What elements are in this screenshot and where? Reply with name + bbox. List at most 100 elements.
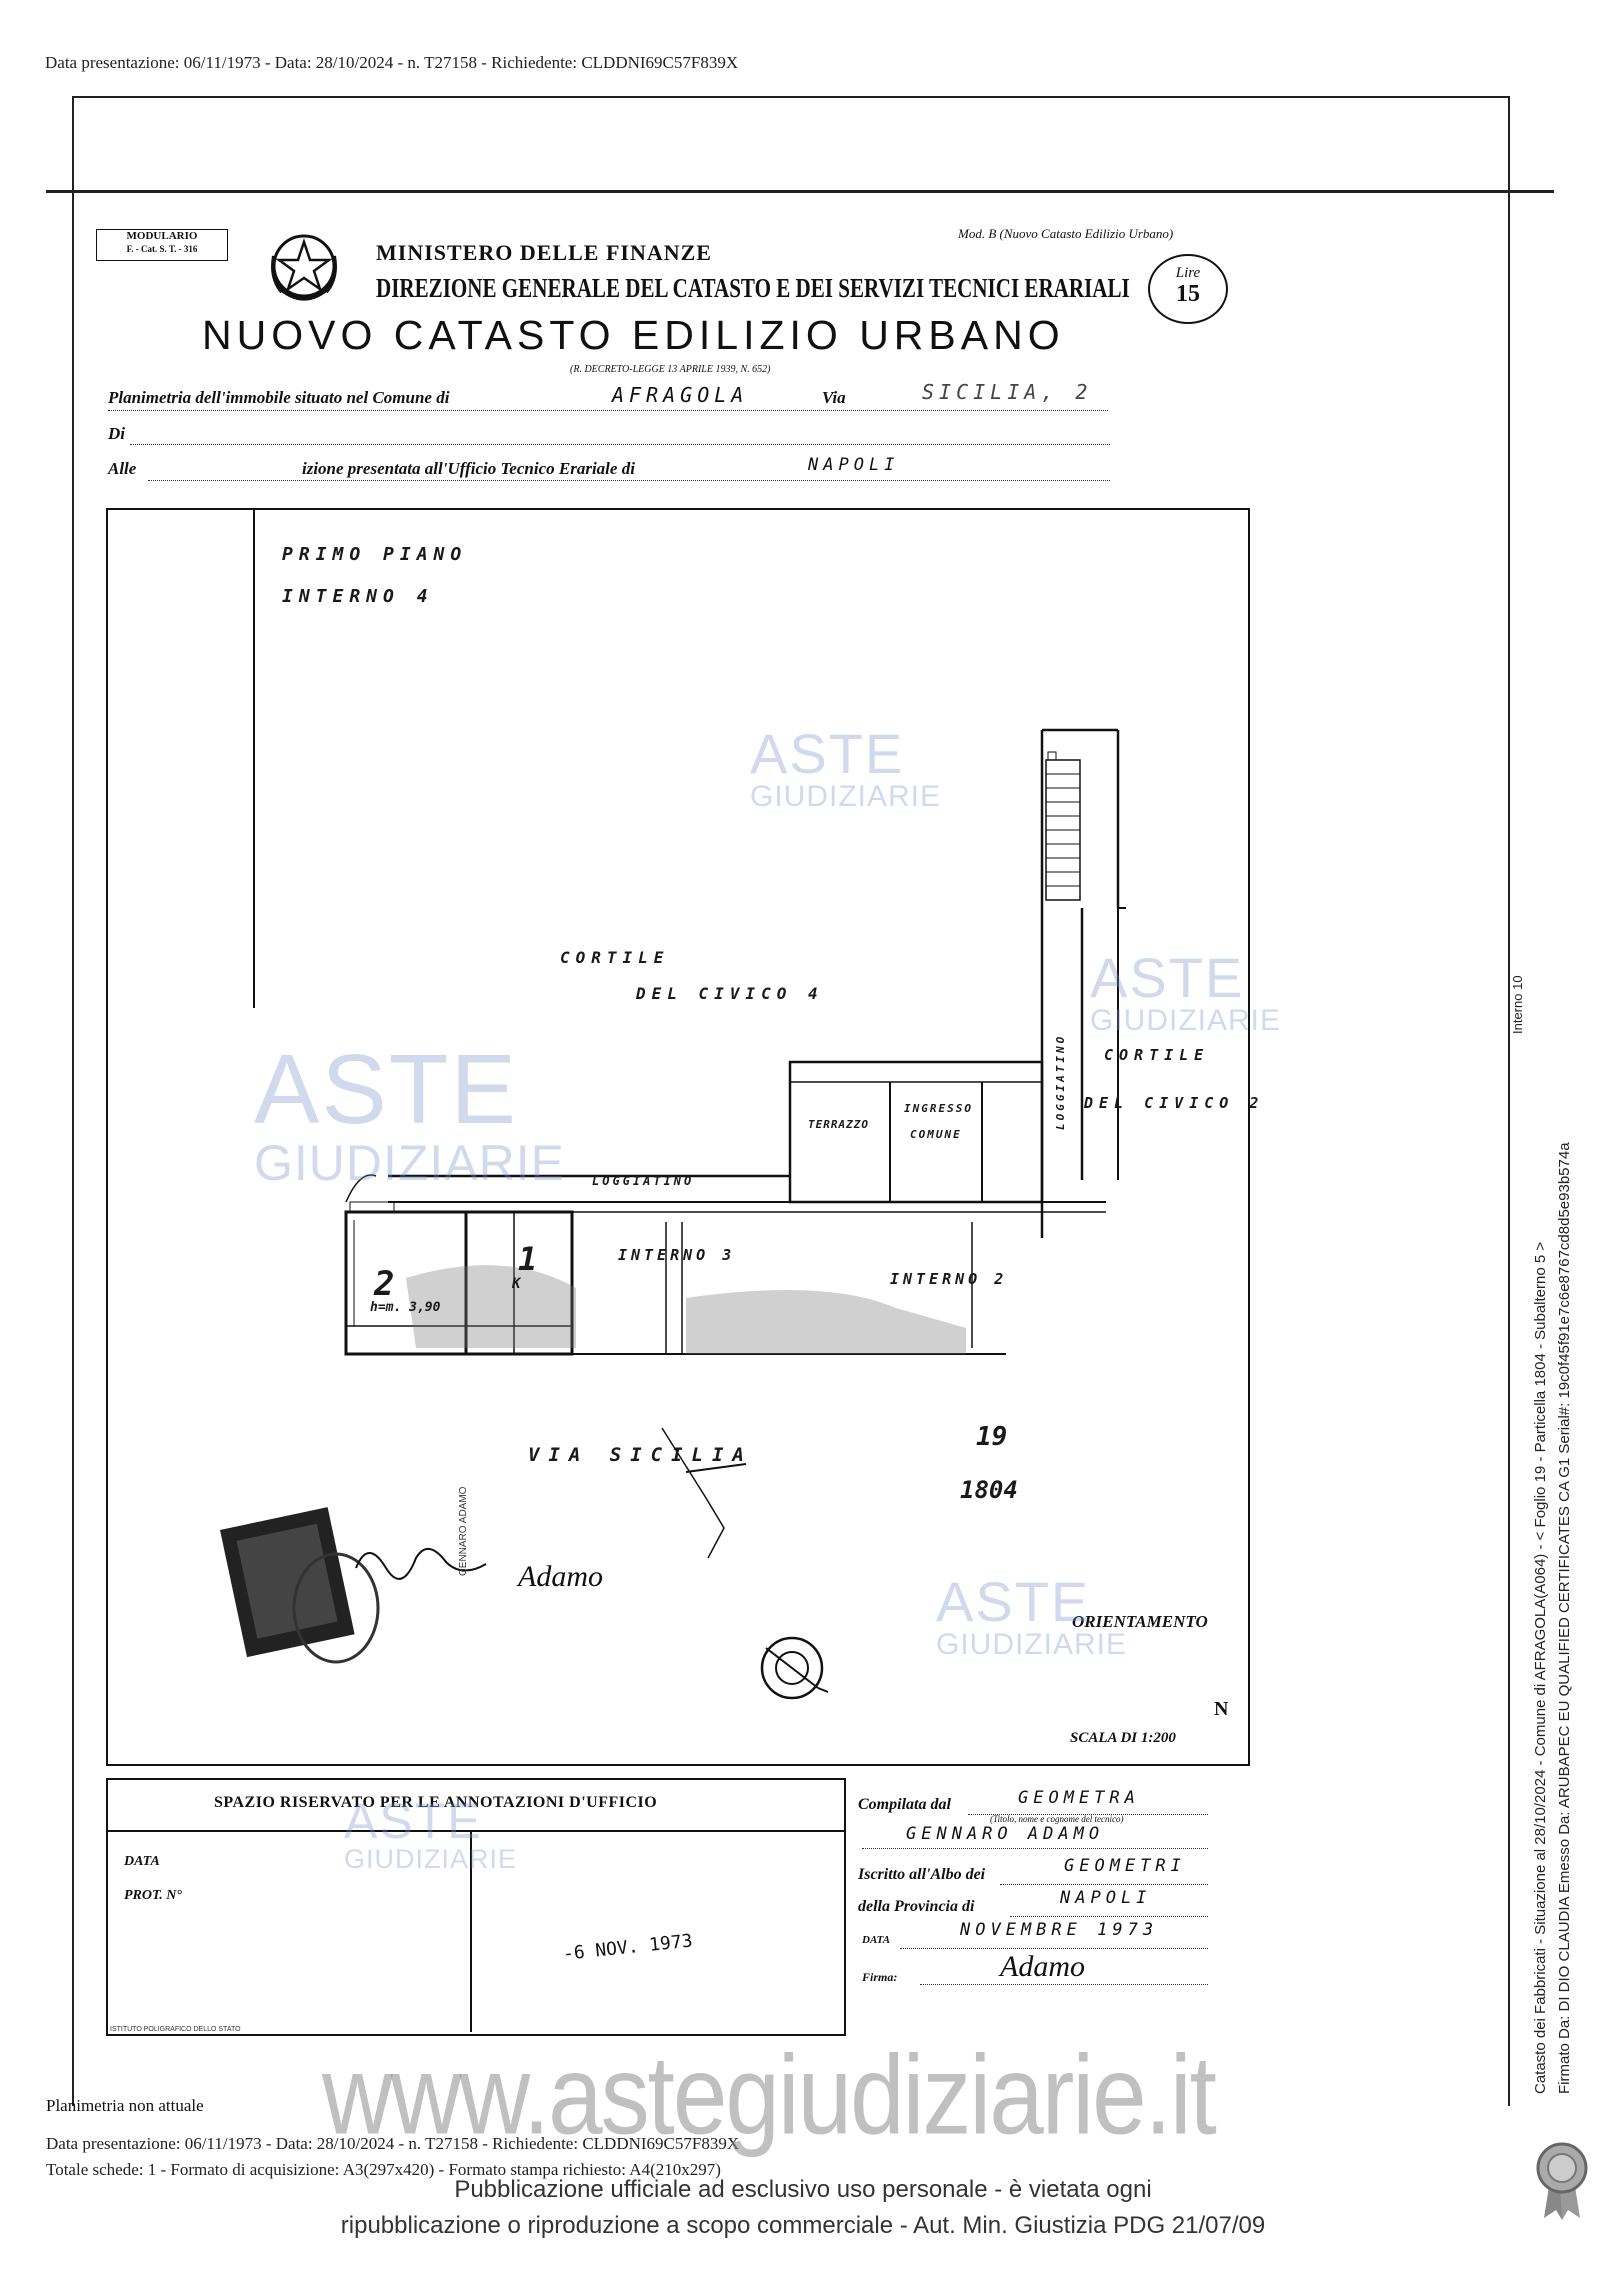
compiler-data-line: [900, 1948, 1208, 1949]
watermark-aste-text: ASTE: [1090, 946, 1245, 1009]
planimetria-non-attuale: Planimetria non attuale: [46, 2096, 204, 2115]
compilata-note: (Titolo, nome e cognome del tecnico): [990, 1814, 1124, 1824]
plan-floor-label: PRIMO PIANO: [282, 544, 468, 565]
provincia-line: [1010, 1916, 1208, 1917]
header-presentation-line: Data presentazione: 06/11/1973 - Data: 2…: [45, 53, 739, 72]
modulario-code: F. - Cat. S. T. - 316: [126, 244, 198, 254]
cortile-civico2-line1: CORTILE: [1104, 1046, 1210, 1064]
side-firmato-line: Firmato Da: DI DIO CLAUDIA Emesso Da: AR…: [1556, 1142, 1573, 2094]
compiler-data-label: DATA: [862, 1934, 891, 1946]
watermark-giudiziarie-text: GIUDIZIARIE: [936, 1628, 1128, 1661]
compilata-label: Compilata dal: [858, 1796, 951, 1813]
compiler-data-value: NOVEMBRE 1973: [960, 1920, 1159, 1940]
annotations-split: [470, 1832, 472, 2032]
decree-note: (R. DECRETO-LEGGE 13 APRILE 1939, N. 652…: [570, 364, 771, 375]
frame-right-rule: [1508, 96, 1510, 2106]
modulario-box: MODULARIO F. - Cat. S. T. - 316: [96, 229, 228, 261]
publication-notice-line1: Pubblicazione ufficiale ad esclusivo uso…: [454, 2176, 1152, 2203]
watermark-aste-text: ASTE: [750, 722, 905, 785]
comune-line: [108, 410, 1108, 411]
scale-label: SCALA DI 1:200: [1070, 1730, 1176, 1746]
orientamento-label: ORIENTAMENTO: [1072, 1612, 1208, 1631]
albo-value: GEOMETRI: [1064, 1856, 1186, 1876]
via-label: Via: [822, 388, 846, 407]
ufficio-label: izione presentata all'Ufficio Tecnico Er…: [302, 459, 635, 478]
cortile-civico2-line2: DEL CIVICO 2: [1084, 1094, 1265, 1112]
website-watermark: www.astegiudiziarie.it: [322, 2031, 1217, 2158]
plan-interno-label: INTERNO 4: [282, 586, 434, 607]
firma-line: [920, 1984, 1208, 1985]
annotations-data-label: DATA: [124, 1854, 160, 1869]
publication-notice-line2: ripubblicazione o riproduzione a scopo c…: [340, 2212, 1266, 2239]
floor-plan-drawing: [219, 508, 1126, 1700]
watermark-aste-text: ASTE: [936, 1570, 1091, 1633]
watermark-aste-text: ASTE: [254, 1034, 518, 1144]
watermark-giudiziarie-text: GIUDIZIARIE: [254, 1135, 566, 1191]
form-main-title: NUOVO CATASTO EDILIZIO URBANO: [202, 312, 1065, 358]
ufficio-value: NAPOLI: [808, 455, 900, 475]
comune-value: AFRAGOLA: [612, 383, 749, 407]
north-label: N: [1214, 1698, 1229, 1720]
watermark-aste-text: ASTE: [344, 1793, 483, 1849]
loggiatino-vertical-label: LOGGIATINO: [1054, 1033, 1067, 1130]
compilata-value: GEOMETRA: [1018, 1788, 1140, 1808]
lire-label: Lire: [1175, 265, 1201, 281]
provincia-value: NAPOLI: [1060, 1888, 1152, 1908]
printer-note: ISTITUTO POLIGRAFICO DELLO STATO: [110, 2026, 241, 2033]
interno3-label: INTERNO 3: [618, 1246, 736, 1264]
watermark-aste-1: ASTE GIUDIZIARIE: [750, 726, 941, 812]
alle-label: Alle: [108, 459, 137, 478]
frame-top-rule: [72, 96, 1510, 98]
watermark-aste-3: ASTE GIUDIZIARIE: [254, 1040, 565, 1188]
side-catasto-line: Catasto dei Fabbricati - Situazione al 2…: [1532, 1241, 1549, 2094]
annotations-title: SPAZIO RISERVATO PER LE ANNOTAZIONI D'UF…: [214, 1794, 658, 1811]
terrazzo-label: TERRAZZO: [808, 1118, 869, 1131]
italian-emblem-icon: [268, 226, 340, 310]
lire-stamp: Lire 15: [1148, 254, 1228, 324]
watermark-giudiziarie-text: GIUDIZIARIE: [1090, 1004, 1282, 1037]
foglio-bottom: 1804: [960, 1476, 1018, 1504]
foglio-top: 19: [976, 1422, 1008, 1452]
annotations-divider: [106, 1830, 844, 1832]
annotations-box: [106, 1778, 846, 2036]
frame-cut-rule: [46, 190, 1554, 193]
annotations-prot-label: PROT. N°: [124, 1888, 182, 1903]
ministry-title: MINISTERO DELLE FINANZE: [376, 240, 712, 265]
room-height-label: h=m. 3,90: [370, 1300, 441, 1315]
interno2-label: INTERNO 2: [890, 1270, 1008, 1288]
lire-value: 15: [1176, 281, 1200, 307]
cortile-civico4-line2: DEL CIVICO 4: [636, 984, 824, 1003]
seal-ribbon-icon: [1534, 2140, 1590, 2220]
watermark-aste-4: ASTE GIUDIZIARIE: [936, 1574, 1127, 1660]
street-label: VIA SICILIA: [528, 1444, 753, 1466]
side-interno-line: Interno 10: [1510, 975, 1525, 1034]
tecnico-line: [862, 1848, 1208, 1849]
watermark-aste-5: ASTE GIUDIZIARIE: [344, 1796, 517, 1873]
alle-line: [148, 480, 1110, 481]
albo-label: Iscritto all'Albo dei: [858, 1866, 986, 1883]
frame-left-rule: [72, 96, 74, 2106]
compilata-line: [968, 1814, 1208, 1815]
comune-label: Planimetria dell'immobile situato nel Co…: [108, 388, 450, 407]
footer-presentation-line: Data presentazione: 06/11/1973 - Data: 2…: [46, 2134, 740, 2153]
watermark-aste-2: ASTE GIUDIZIARIE: [1090, 950, 1281, 1036]
ingresso-label-2: COMUNE: [910, 1128, 962, 1141]
di-label: Di: [108, 424, 125, 443]
footer-schede-line: Totale schede: 1 - Formato di acquisizio…: [46, 2160, 721, 2179]
cortile-civico4-line1: CORTILE: [560, 948, 670, 967]
floor-plan-frame: [106, 508, 1250, 1766]
provincia-label: della Provincia di: [858, 1898, 975, 1915]
watermark-giudiziarie-text: GIUDIZIARIE: [750, 780, 942, 813]
room-k-label: K: [512, 1276, 521, 1292]
loggiatino-horizontal-label: LOGGIATINO: [592, 1174, 695, 1188]
model-label: Mod. B (Nuovo Catasto Edilizio Urbano): [958, 226, 1174, 241]
direction-title: DIREZIONE GENERALE DEL CATASTO E DEI SER…: [376, 273, 1130, 303]
modulario-label: MODULARIO: [126, 230, 198, 242]
ingresso-label-1: INGRESSO: [904, 1102, 973, 1115]
plan-stamp-text: GENNARO ADAMO: [458, 1486, 469, 1576]
firma-label: Firma:: [862, 1970, 898, 1984]
via-value: SICILIA, 2: [922, 380, 1093, 404]
room-1-label: 1: [518, 1240, 538, 1278]
di-line: [130, 444, 1110, 445]
watermark-giudiziarie-text: GIUDIZIARIE: [344, 1844, 518, 1874]
